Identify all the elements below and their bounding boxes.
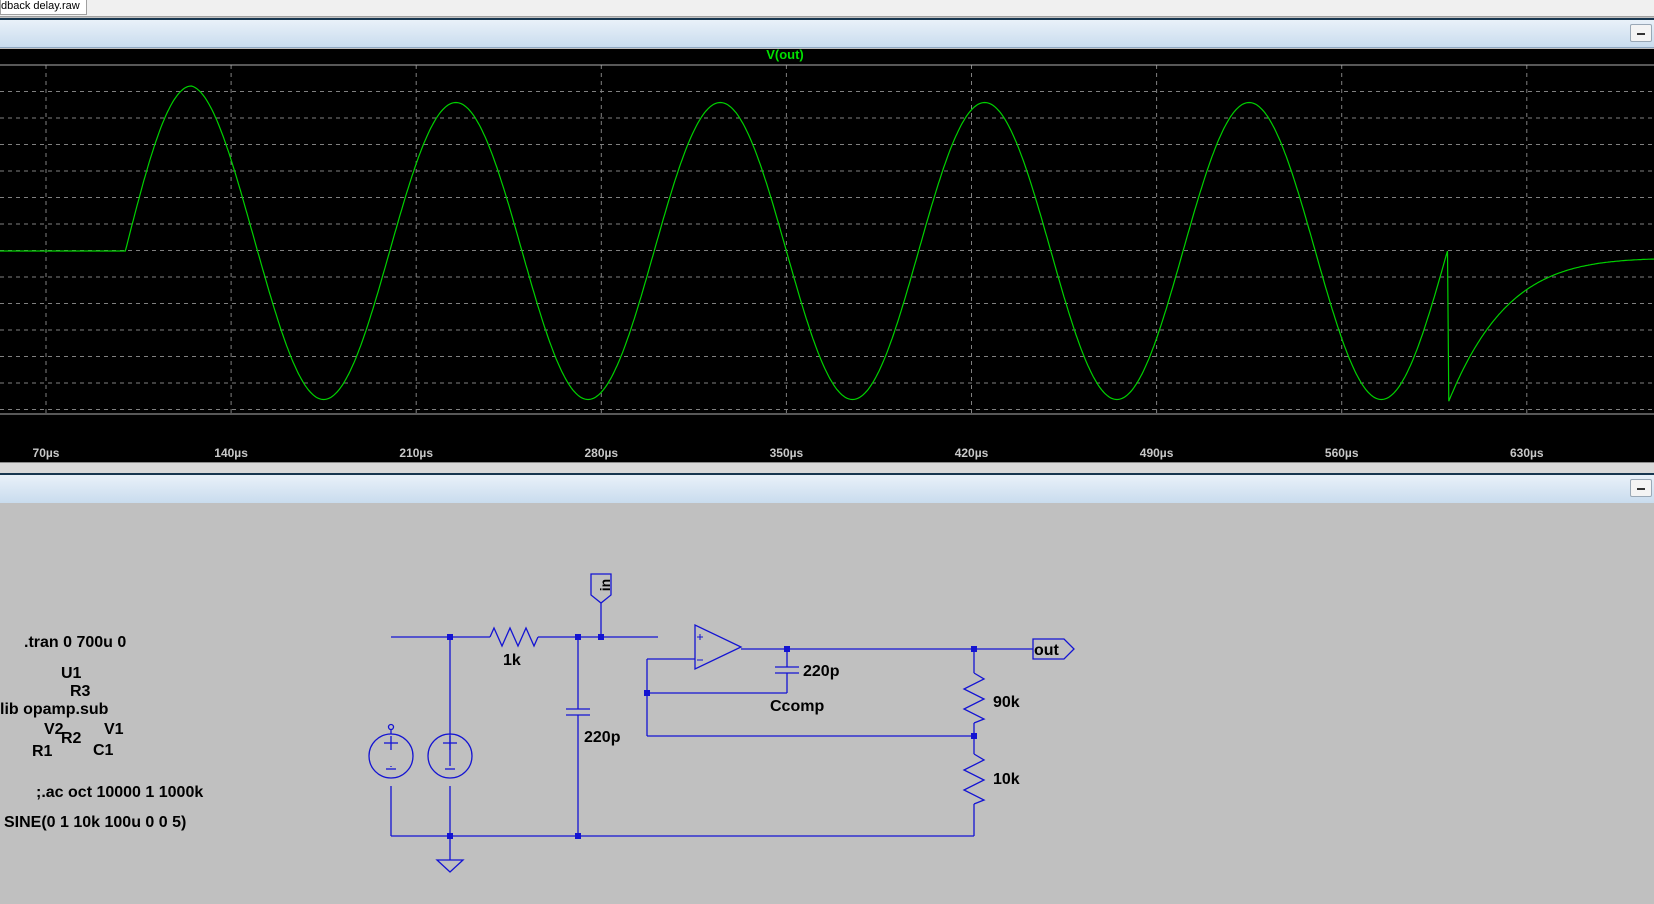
tab-waveform-file[interactable]: dback delay.raw xyxy=(0,0,87,15)
x-axis-tick-labels: 70µs 140µs 210µs 280µs 350µs 420µs 490µs 560µs 6… xyxy=(33,446,1544,460)
schematic-window-titlebar xyxy=(0,473,1654,504)
net-label-in-flag xyxy=(590,573,612,604)
label-ccomp-name[interactable]: Ccomp xyxy=(770,698,824,715)
net-label-out[interactable]: out xyxy=(1034,642,1060,659)
label-c-shunt-value[interactable]: 220p xyxy=(584,729,621,746)
x-tick-label: 350µs xyxy=(770,446,804,460)
voltage-source-right xyxy=(427,733,473,779)
resistor-10k xyxy=(962,753,986,805)
label-r-bottom-value[interactable]: 10k xyxy=(993,771,1020,788)
resistor-1k xyxy=(489,626,539,648)
label-v1[interactable]: V1 xyxy=(104,721,124,738)
label-ccomp-value[interactable]: 220p xyxy=(803,663,840,680)
label-r-input-value[interactable]: 1k xyxy=(503,652,521,669)
label-u1[interactable]: U1 xyxy=(61,665,82,682)
wire-junctions xyxy=(447,634,977,839)
waveform-minimize-button[interactable] xyxy=(1630,24,1652,42)
x-tick-label: 560µs xyxy=(1325,446,1359,460)
waveform-plot[interactable]: V(out) 70µs 140µs 210µs 280µs 350µs 420µs 490µ… xyxy=(0,49,1654,462)
x-tick-label: 280µs xyxy=(584,446,618,460)
schematic-minimize-button[interactable] xyxy=(1630,479,1652,497)
plot-grid xyxy=(0,65,1654,414)
lib-directive[interactable]: lib opamp.sub xyxy=(0,701,109,718)
resistor-90k xyxy=(962,672,986,724)
x-tick-label: 70µs xyxy=(33,446,60,460)
label-c1[interactable]: C1 xyxy=(93,742,114,759)
tran-directive[interactable]: .tran 0 700u 0 xyxy=(24,634,127,651)
trace-vout[interactable] xyxy=(0,85,1654,402)
net-label-out-flag xyxy=(1032,638,1075,660)
x-tick-label: 490µs xyxy=(1140,446,1174,460)
label-r2[interactable]: R2 xyxy=(61,730,82,747)
x-tick-label: 140µs xyxy=(214,446,248,460)
label-r3[interactable]: R3 xyxy=(70,683,91,700)
label-r1[interactable]: R1 xyxy=(32,743,53,760)
source-pin-marker xyxy=(387,723,395,731)
tab-strip: dback delay.raw xyxy=(0,0,1654,17)
sine-source-value[interactable]: SINE(0 1 10k 100u 0 0 5) xyxy=(4,814,187,831)
opamp-triangle xyxy=(694,623,743,671)
schematic-drawing: 1k 220p 220p Ccomp 90k 10k out in xyxy=(368,573,1075,873)
x-tick-label: 630µs xyxy=(1510,446,1544,460)
ac-directive[interactable]: ;.ac oct 10000 1 1000k xyxy=(36,784,204,801)
trace-label[interactable]: V(out) xyxy=(766,49,804,62)
label-v2[interactable]: V2 xyxy=(44,721,64,738)
x-tick-label: 210µs xyxy=(399,446,433,460)
schematic-canvas[interactable]: .tran 0 700u 0 U1 R3 lib opamp.sub V2 R2… xyxy=(0,503,1654,904)
net-label-in[interactable]: in xyxy=(597,579,613,591)
label-r-top-value[interactable]: 90k xyxy=(993,694,1020,711)
x-tick-label: 420µs xyxy=(955,446,989,460)
ground-symbol xyxy=(435,859,465,873)
waveform-window-titlebar xyxy=(0,18,1654,48)
